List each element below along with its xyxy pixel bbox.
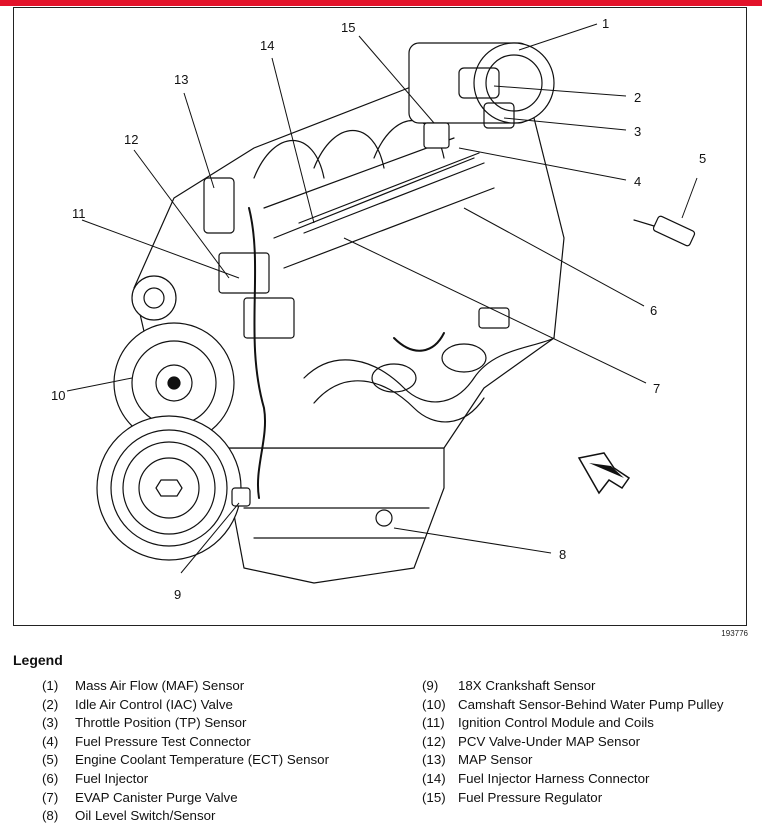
legend-text: Throttle Position (TP) Sensor <box>75 715 247 731</box>
legend-text: MAP Sensor <box>458 752 533 768</box>
figure-id: 193776 <box>721 629 748 638</box>
legend-item: (12) PCV Valve-Under MAP Sensor <box>422 733 742 752</box>
callout-3: 3 <box>634 124 641 139</box>
callout-11: 11 <box>72 206 86 221</box>
legend-num: (10) <box>422 696 446 712</box>
callout-10: 10 <box>51 388 65 403</box>
callout-5: 5 <box>699 151 706 166</box>
legend-item: (13) MAP Sensor <box>422 751 742 770</box>
legend-text: Fuel Injector Harness Connector <box>458 770 650 786</box>
legend-item: (14) Fuel Injector Harness Connector <box>422 770 742 789</box>
legend-item: (1) Mass Air Flow (MAF) Sensor <box>42 677 372 696</box>
legend-num: (5) <box>42 752 59 768</box>
legend-item: (15) Fuel Pressure Regulator <box>422 789 742 808</box>
legend-item: (2) Idle Air Control (IAC) Valve <box>42 696 372 715</box>
legend-num: (4) <box>42 733 59 749</box>
legend-num: (8) <box>42 808 59 824</box>
direction-arrow-icon <box>577 452 631 495</box>
legend-num: (9) <box>422 678 439 693</box>
legend-item: (6) Fuel Injector <box>42 770 372 789</box>
legend-text: PCV Valve-Under MAP Sensor <box>458 733 641 749</box>
legend-item: (10) Camshaft Sensor-Behind Water Pump Pu… <box>422 696 742 715</box>
legend-num: (14) <box>422 770 446 786</box>
legend-text: Fuel Pressure Regulator <box>458 789 603 805</box>
legend-num: (7) <box>42 789 59 805</box>
header-bar <box>0 0 762 6</box>
legend-item: (3) Throttle Position (TP) Sensor <box>42 714 372 733</box>
legend-num: (2) <box>42 696 59 712</box>
legend-num: (12) <box>422 733 446 749</box>
legend-text: Ignition Control Module and Coils <box>458 715 654 731</box>
legend-item: (7) EVAP Canister Purge Valve <box>42 789 372 808</box>
legend-num: (1) <box>42 678 59 693</box>
legend-text: Oil Level Switch/Sensor <box>75 808 216 824</box>
callout-15: 15 <box>341 20 355 35</box>
legend-item: (11) Ignition Control Module and Coils <box>422 714 742 733</box>
legend-num: (15) <box>422 789 446 805</box>
legend-num: (3) <box>42 715 59 731</box>
legend-text: Camshaft Sensor-Behind Water Pump Pulley <box>458 696 724 712</box>
callout-7: 7 <box>653 381 660 396</box>
engine-illustration-frame: 1 2 3 4 5 6 7 8 9 10 11 12 13 14 15 <box>13 7 747 626</box>
callout-6: 6 <box>650 303 657 318</box>
callout-4: 4 <box>634 174 641 189</box>
callout-9: 9 <box>174 587 181 602</box>
legend-item: (8) Oil Level Switch/Sensor <box>42 807 372 826</box>
legend-text: Idle Air Control (IAC) Valve <box>75 696 233 712</box>
legend-num: (11) <box>422 715 445 731</box>
legend-text: EVAP Canister Purge Valve <box>75 789 238 805</box>
legend-item: (4) Fuel Pressure Test Connector <box>42 733 372 752</box>
legend-title: Legend <box>13 652 63 668</box>
legend-right-column: (9) 18X Crankshaft Sensor (10) Camshaft Se… <box>422 677 742 807</box>
legend-left-column: (1) Mass Air Flow (MAF) Sensor (2) Idle Ai… <box>42 677 372 826</box>
legend-text: Fuel Injector <box>75 770 149 786</box>
callout-1: 1 <box>602 16 609 31</box>
callout-13: 13 <box>174 72 188 87</box>
legend-item: (5) Engine Coolant Temperature (ECT) Sens… <box>42 751 372 770</box>
callout-2: 2 <box>634 90 641 105</box>
legend-item: (9) 18X Crankshaft Sensor <box>422 677 742 696</box>
engine-illustration: 1 2 3 4 5 6 7 8 9 10 11 12 13 14 15 <box>51 16 706 602</box>
callout-12: 12 <box>124 132 138 147</box>
legend-text: Mass Air Flow (MAF) Sensor <box>75 678 245 693</box>
legend-text: Fuel Pressure Test Connector <box>75 733 251 749</box>
callout-8: 8 <box>559 547 566 562</box>
legend-num: (13) <box>422 752 446 768</box>
legend-text: Engine Coolant Temperature (ECT) Sensor <box>75 752 329 768</box>
callout-14: 14 <box>260 38 274 53</box>
legend-num: (6) <box>42 770 59 786</box>
legend-text: 18X Crankshaft Sensor <box>458 678 596 693</box>
